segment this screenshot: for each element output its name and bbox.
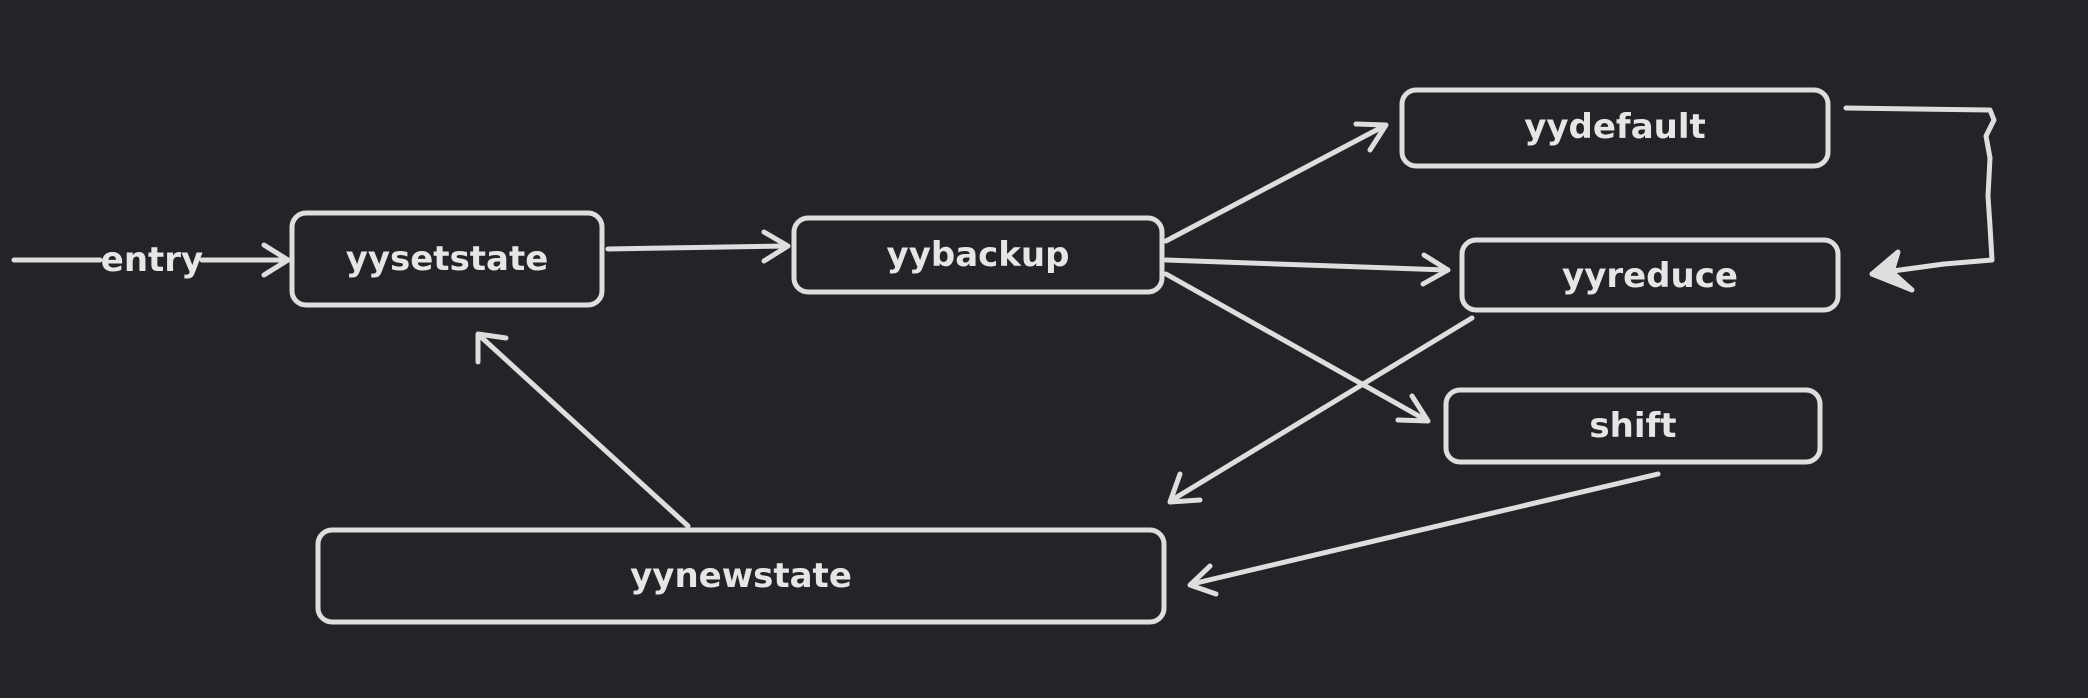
arrow-head-icon	[261, 242, 291, 278]
arrow-head-icon	[1420, 252, 1451, 287]
node-shift: shift	[1443, 387, 1823, 465]
arrow-head-icon	[761, 229, 791, 264]
arrow-head-icon	[475, 331, 509, 365]
node-yysetstate: yysetstate	[289, 210, 605, 308]
edge-yysetstate-to-yybackup	[605, 229, 791, 264]
node-label: yysetstate	[346, 239, 549, 279]
node-yybackup: yybackup	[791, 215, 1165, 295]
entry-label: entry	[101, 240, 203, 280]
arrow-head-icon	[1167, 471, 1203, 505]
arrow-head-icon	[1353, 121, 1389, 153]
edge-shift-to-yynewstate	[1187, 471, 1661, 597]
edge-yyreduce-to-yynewstate	[1167, 315, 1475, 505]
edge-yybackup-to-yydefault	[1163, 121, 1389, 244]
edge-entry-to-yysetstate: entry	[11, 240, 291, 280]
node-label: yynewstate	[630, 556, 852, 596]
node-yydefault: yydefault	[1399, 87, 1831, 169]
node-label: yybackup	[887, 235, 1070, 275]
edge-yynewstate-to-yysetstate	[475, 331, 691, 529]
node-yyreduce: yyreduce	[1459, 237, 1841, 313]
node-yynewstate: yynewstate	[315, 527, 1167, 625]
node-label: yyreduce	[1562, 256, 1738, 296]
edge-yydefault-to-yyreduce	[1843, 105, 1997, 293]
node-label: yydefault	[1524, 107, 1706, 147]
edge-yybackup-to-shift	[1163, 271, 1431, 424]
arrow-head-icon	[1187, 563, 1219, 597]
arrow-head-icon	[1395, 393, 1431, 424]
node-label: shift	[1589, 406, 1676, 446]
edge-yybackup-to-yyreduce	[1163, 252, 1451, 287]
arrow-head-icon	[1869, 249, 1915, 293]
